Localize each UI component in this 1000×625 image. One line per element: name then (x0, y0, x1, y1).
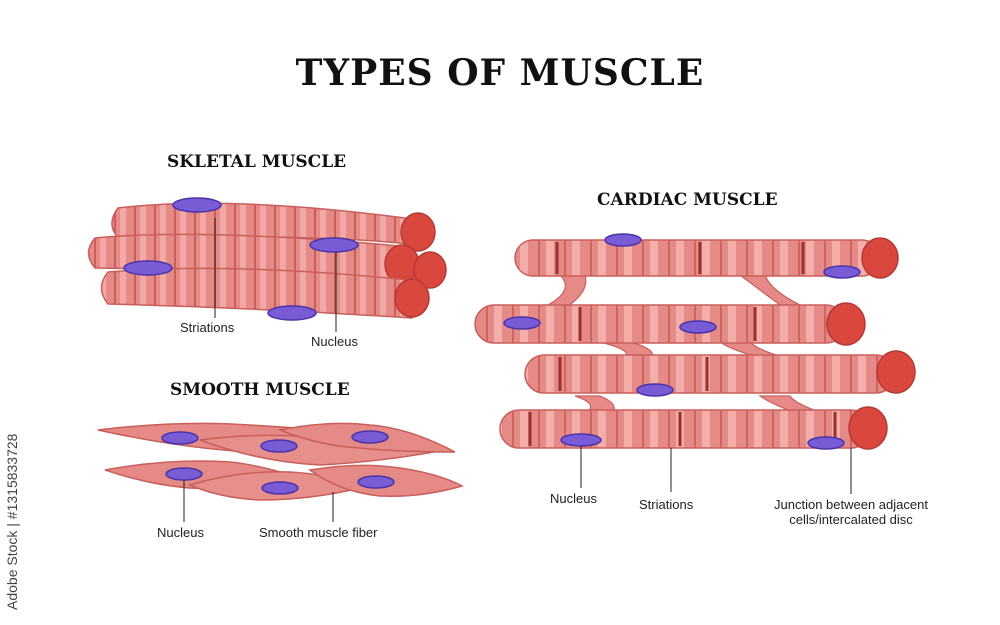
smooth-fiber-label: Smooth muscle fiber (259, 525, 378, 540)
cardiac-fiber (524, 350, 916, 394)
cardiac-fiber (514, 237, 899, 279)
cardiac-branch (738, 274, 801, 306)
skeletal-striations-label: Striations (180, 320, 235, 335)
smooth-nucleus (357, 475, 395, 489)
smooth-nucleus-label: Nucleus (157, 525, 204, 540)
smooth-muscle-heading: SMOOTH MUSCLE (170, 380, 350, 400)
smooth-nucleus (351, 430, 389, 444)
cardiac-junction-label-line1: Junction between adjacent (774, 497, 928, 512)
skeletal-nucleus (309, 237, 359, 253)
cardiac-nucleus (679, 320, 717, 334)
skeletal-nucleus (123, 260, 173, 276)
smooth-nucleus (260, 439, 298, 453)
smooth-nucleus (161, 431, 199, 445)
cardiac-branch (546, 274, 587, 309)
cardiac-nucleus (807, 436, 845, 450)
cardiac-nucleus-label: Nucleus (550, 491, 597, 506)
smooth-nucleus (165, 467, 203, 481)
smooth-nucleus (261, 481, 299, 495)
skeletal-nucleus-label: Nucleus (311, 334, 358, 349)
skeletal-nucleus (267, 305, 317, 321)
skeletal-muscle-heading: SKLETAL MUSCLE (167, 152, 347, 172)
cardiac-nucleus (823, 265, 861, 279)
skeletal-fiber (100, 267, 430, 319)
cardiac-nucleus (560, 433, 602, 447)
cardiac-nucleus (503, 316, 541, 330)
stock-watermark: Adobe Stock | #1315833728 (4, 433, 20, 610)
cardiac-muscle-heading: CARDIAC MUSCLE (597, 190, 778, 210)
cardiac-fiber (474, 302, 866, 346)
skeletal-muscle-illustration (87, 197, 447, 332)
cardiac-muscle-illustration (474, 233, 916, 494)
cardiac-striations-label: Striations (639, 497, 694, 512)
cardiac-junction-label: Junction between adjacent cells/intercal… (735, 497, 967, 527)
cardiac-nucleus (636, 383, 674, 397)
skeletal-nucleus (172, 197, 222, 213)
smooth-muscle-illustration (97, 422, 464, 522)
cardiac-nucleus (604, 233, 642, 247)
cardiac-junction-label-line2: cells/intercalated disc (789, 512, 913, 527)
diagram-title: TYPES OF MUSCLE (295, 52, 705, 94)
